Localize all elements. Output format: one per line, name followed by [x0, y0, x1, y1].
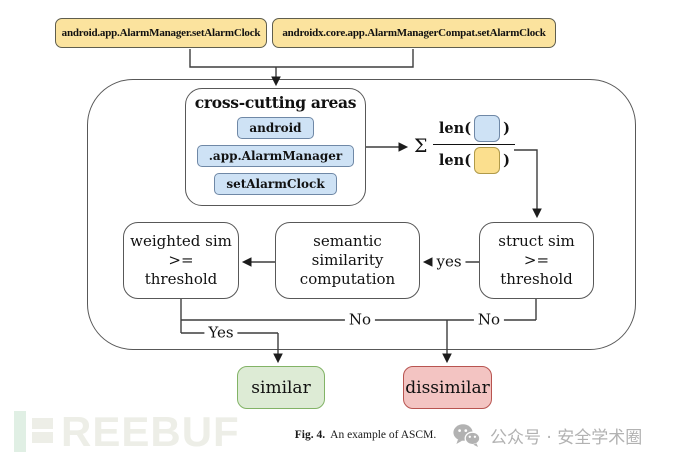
- fraction-denominator: len( ): [439, 146, 510, 175]
- similarity-formula: Σ len( ) len( ): [414, 114, 516, 175]
- len-open-text: len(: [438, 152, 472, 169]
- freebuf-logo-f-bar: [32, 418, 53, 429]
- cross-cutting-box: cross-cutting areas android .app.AlarmMa…: [185, 88, 366, 206]
- figure-number: Fig. 4.: [294, 429, 326, 441]
- figure-caption-text: An example of ASCM.: [330, 429, 437, 441]
- edge-label-no-mid: No: [344, 311, 376, 329]
- edge-label-yes-lower: yes: [432, 253, 466, 271]
- semantic-line: semantic: [313, 232, 382, 250]
- api-box-alarmmanagercompat: androidx.core.app.AlarmManagerCompat.set…: [272, 18, 556, 48]
- semantic-line: computation: [299, 270, 396, 288]
- semantic-line: similarity: [311, 251, 384, 269]
- cross-cutting-title: cross-cutting areas: [194, 93, 357, 112]
- len-close-text: ): [503, 120, 510, 137]
- wechat-account-text: 公众号 · 安全学术圈: [490, 428, 643, 448]
- weighted-sim-line: threshold: [144, 270, 218, 288]
- ascm-container: [87, 79, 636, 350]
- area-chip-setalarmclock: setAlarmClock: [214, 173, 337, 195]
- freebuf-wordmark: REEBUF: [61, 408, 240, 455]
- weighted-sim-threshold-box: weighted sim >= threshold: [123, 222, 239, 299]
- cross-cutting-chip-list: android .app.AlarmManager setAlarmClock: [196, 117, 355, 195]
- len-close-text: ): [503, 152, 510, 169]
- struct-sim-line: >=: [523, 251, 550, 269]
- struct-sim-line: struct sim: [498, 232, 575, 250]
- yellow-token-swatch: [474, 147, 501, 174]
- edge-label-no-right: No: [473, 311, 505, 329]
- blue-token-swatch: [474, 115, 501, 142]
- weighted-sim-line: >=: [168, 251, 194, 269]
- len-fraction: len( ) len( ): [433, 114, 516, 175]
- edge-label-yes: Yes: [204, 324, 238, 342]
- api-box-alarmmanager: android.app.AlarmManager.setAlarmClock: [55, 18, 267, 48]
- wechat-watermark: 公众号 · 安全学术圈: [452, 423, 642, 448]
- figure-caption: Fig. 4. An example of ASCM.: [258, 429, 473, 441]
- freebuf-logo-f-bar: [32, 432, 53, 443]
- weighted-sim-line: weighted sim: [130, 232, 232, 250]
- freebuf-logo-f: [32, 418, 53, 443]
- similar-outcome-box: similar: [237, 366, 325, 409]
- freebuf-logo-bar: [14, 411, 26, 452]
- sigma-symbol: Σ: [414, 134, 428, 157]
- freebuf-watermark: REEBUF: [14, 408, 240, 455]
- edge-api-join: [189, 49, 414, 68]
- area-chip-app-alarmmanager: .app.AlarmManager: [196, 145, 355, 167]
- len-open-text: len(: [438, 120, 472, 137]
- area-chip-android: android: [237, 117, 314, 139]
- fraction-bar: [433, 144, 516, 145]
- fraction-numerator: len( ): [439, 114, 510, 143]
- semantic-similarity-box: semantic similarity computation: [275, 222, 420, 299]
- dissimilar-outcome-box: dissimilar: [403, 366, 492, 409]
- struct-sim-threshold-box: struct sim >= threshold: [479, 222, 594, 299]
- wechat-icon: [453, 424, 481, 447]
- struct-sim-line: threshold: [500, 270, 573, 288]
